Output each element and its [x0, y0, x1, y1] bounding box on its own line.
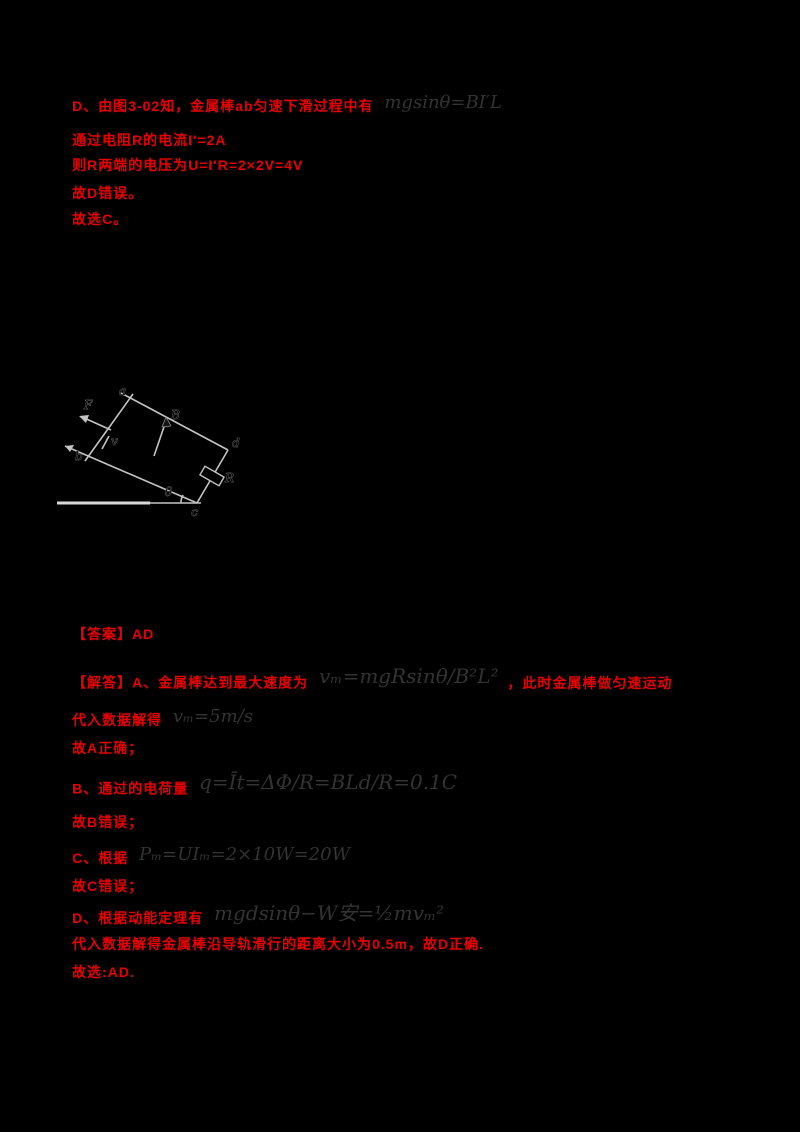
line-text: 故选C。 [72, 211, 129, 227]
vertex-label-d: d [232, 436, 240, 450]
line-text: 【解答】A、金属棒达到最大速度为 [72, 674, 309, 691]
line-text: 故选:AD. [72, 964, 135, 980]
field-label-B: B [170, 408, 180, 422]
line-text: C、根据 [72, 850, 129, 866]
inline-formula: q=Īt=ΔΦ/R=BLd/R=0.1C [199, 770, 458, 794]
angle-label-theta: θ [165, 485, 173, 499]
line-text: 代入数据解得金属棒沿导轨滑行的距离大小为0.5m，故D正确. [72, 936, 484, 952]
answer-choice-line: 故选C。 [72, 209, 128, 229]
line-text: 故A正确； [72, 740, 144, 756]
line-text: 故D错误。 [72, 185, 144, 201]
resistor-box [199, 465, 225, 487]
answer-line: 【答案】AD [72, 624, 154, 644]
angle-arc [180, 494, 184, 504]
velocity-arrow [101, 435, 110, 450]
conclusion-line: 故B错误； [72, 812, 143, 832]
inline-formula: mgdsinθ−W安=½mvₘ² [214, 901, 445, 925]
vertex-label-b: b [75, 449, 83, 463]
line-text: D、由图3-02知，金属棒ab匀速下滑过程中有 [72, 98, 374, 114]
rail-top [120, 392, 229, 451]
line-text-tail: ，此时金属棒做匀速运动 [507, 674, 673, 691]
solution-line-D: D、根据动能定理有 mgdsinθ−W安=½mvₘ² [72, 901, 444, 934]
resistor-label-R: R [224, 471, 234, 485]
physics-diagram-inclined-rails: a b c d F B v R θ [57, 386, 240, 519]
force-label-F: F [83, 398, 93, 412]
solution-line-C: C、根据 Pₘ=UIₘ=2×10W=20W [72, 844, 350, 870]
solution-line: 通过电阻R的电流I′=2A [72, 130, 226, 150]
inline-formula: vₘ=mgRsinθ/B²L² [319, 664, 499, 688]
line-text: 通过电阻R的电流I′=2A [72, 132, 227, 148]
substitution-line: 代入数据解得 vₘ=5m/s [72, 706, 253, 732]
vertex-label-c: c [191, 505, 198, 519]
solution-line-A: 【解答】A、金属棒达到最大速度为 vₘ=mgRsinθ/B²L² ，此时金属棒做… [72, 664, 673, 696]
inline-formula: Pₘ=UIₘ=2×10W=20W [139, 843, 351, 865]
substitution-line: 代入数据解得金属棒沿导轨滑行的距离大小为0.5m，故D正确. [72, 934, 484, 954]
vertex-label-a: a [119, 386, 126, 398]
line-text: 则R两端的电压为U=I′R=2×2V=4V [72, 157, 304, 173]
field-arrowhead [161, 416, 172, 428]
line-text: D、根据动能定理有 [72, 910, 204, 927]
velocity-label-v: v [111, 434, 118, 448]
rail-arrowhead [65, 445, 74, 452]
conclusion-line: 故C错误； [72, 876, 143, 896]
line-text: B、通过的电荷量 [72, 780, 189, 797]
rod-ab [84, 393, 134, 462]
conclusion-line: 故D错误。 [72, 183, 143, 203]
solution-line-B: B、通过的电荷量 q=Īt=ΔΦ/R=BLd/R=0.1C [72, 770, 457, 802]
force-arrowhead [79, 415, 89, 423]
line-text: 代入数据解得 [72, 712, 162, 728]
inline-formula: mgsinθ=BI′L [384, 91, 502, 113]
conclusion-line: 故A正确； [72, 738, 143, 758]
line-text: 故C错误； [72, 878, 144, 894]
line-text: 故B错误； [72, 814, 144, 830]
rail-bottom [64, 445, 198, 504]
inline-formula: vₘ=5m/s [172, 705, 254, 727]
answer-choice-line: 故选:AD. [72, 962, 135, 982]
solution-line: D、由图3-02知，金属棒ab匀速下滑过程中有 mgsinθ=BI′L [72, 92, 502, 118]
line-text: 【答案】AD [72, 626, 155, 642]
solution-line: 则R两端的电压为U=I′R=2×2V=4V [72, 155, 303, 175]
